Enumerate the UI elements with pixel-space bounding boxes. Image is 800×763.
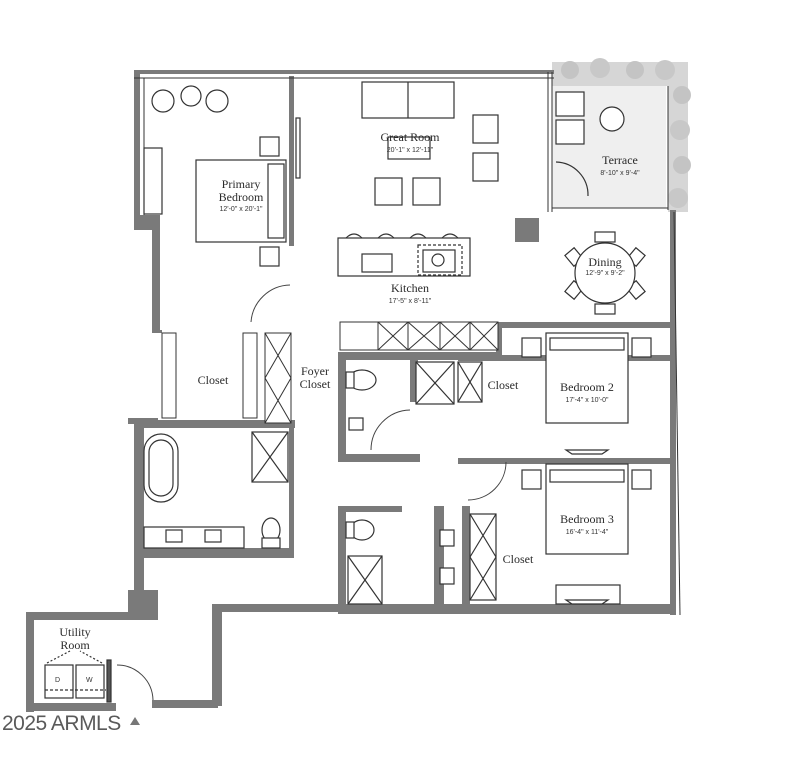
room-dimensions: 12'-9" x 9'-2" <box>585 269 625 277</box>
room-dimensions: 8'-10" x 9'-4" <box>600 169 640 177</box>
room-name: Bedroom 2 <box>560 380 614 394</box>
terrace-foliage <box>552 58 691 212</box>
primary-closet-shelving <box>161 332 292 424</box>
dining-table <box>564 231 646 315</box>
hall-bath-fixtures <box>345 361 483 431</box>
room-name: Great Room <box>380 130 440 144</box>
door-swings <box>116 284 507 701</box>
room-dimensions: 17'-5" x 8'-11" <box>388 297 432 305</box>
room-name: Utility <box>59 625 91 639</box>
room-dimensions: 17'-4" x 10'-0" <box>565 396 609 404</box>
terrace-furniture <box>555 91 625 197</box>
room-label-primary-bedroom: Primary Bedroom 12'-0" x 20'-1" <box>198 178 284 214</box>
room-dimensions: 16'-4" x 11'-4" <box>565 528 609 536</box>
room-name: Bedroom 3 <box>560 512 614 526</box>
washer-label: W <box>86 677 93 684</box>
room-name: Closet <box>502 552 534 566</box>
kitchen-island <box>337 233 471 277</box>
room-label-primary-closet: Closet <box>188 374 238 387</box>
room-name: Bedroom <box>218 189 264 204</box>
great-room-furniture <box>361 81 499 206</box>
bedroom3-furniture <box>521 463 652 605</box>
bedroom2-furniture <box>521 332 652 455</box>
room-name: Room <box>60 637 90 652</box>
room-label-utility-room: Utility Room <box>50 626 100 651</box>
lower-bath-fixtures <box>345 513 497 605</box>
room-name: Foyer <box>301 364 329 378</box>
room-label-terrace: Terrace 8'-10" x 9'-4" <box>588 154 652 177</box>
room-label-great-room: Great Room 20'-1" x 12'-11" <box>360 131 460 154</box>
kitchen-cabinets <box>339 321 499 351</box>
copyright-watermark: 2025 ARMLS <box>2 712 121 735</box>
room-name: Terrace <box>602 153 638 167</box>
dryer-label: D <box>55 677 61 684</box>
room-label-foyer-closet: Foyer Closet <box>292 365 338 390</box>
room-label-kitchen: Kitchen 17'-5" x 8'-11" <box>370 282 450 305</box>
room-label-bedroom3: Bedroom 3 16'-4" x 11'-4" <box>548 513 626 536</box>
armls-logo-icon <box>130 717 140 725</box>
room-name: Primary <box>221 177 261 191</box>
room-name: Closet <box>487 378 519 392</box>
room-name: Dining <box>588 255 622 269</box>
room-label-bedroom2: Bedroom 2 17'-4" x 10'-0" <box>548 381 626 404</box>
utility-appliances <box>44 650 112 703</box>
room-name: Closet <box>299 376 331 391</box>
window-lines <box>134 72 681 616</box>
room-name: Closet <box>197 373 229 387</box>
primary-bath-fixtures <box>143 431 289 549</box>
room-label-bedroom2-closet: Closet <box>482 379 524 392</box>
room-name: Kitchen <box>391 281 429 295</box>
room-label-bedroom3-closet: Closet <box>496 553 540 566</box>
room-dimensions: 20'-1" x 12'-11" <box>386 146 434 154</box>
room-label-dining: Dining 12'-9" x 9'-2" <box>575 256 635 277</box>
room-dimensions: 12'-0" x 20'-1" <box>219 206 263 214</box>
primary-bedroom-furniture <box>143 85 301 267</box>
